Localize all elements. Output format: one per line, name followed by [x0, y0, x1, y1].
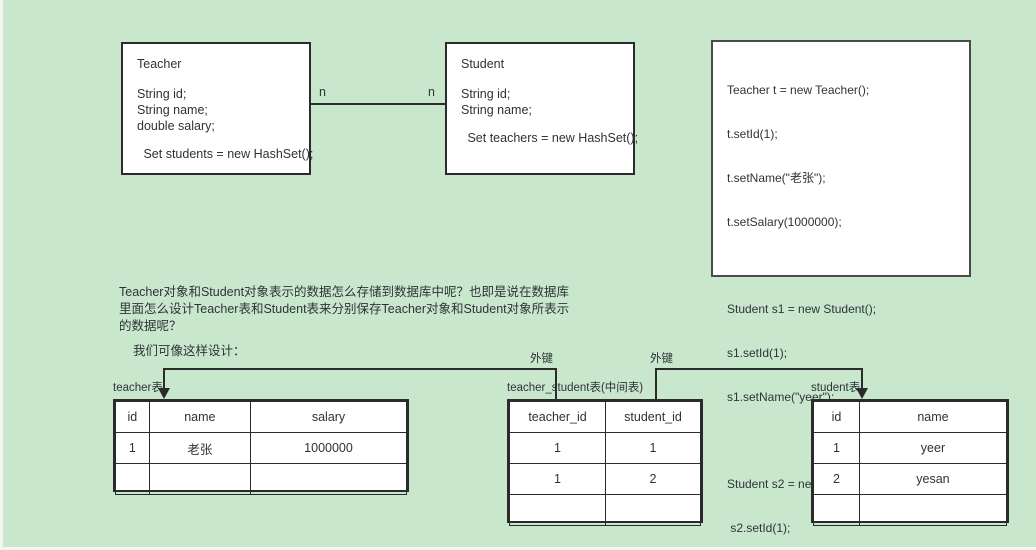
uml-collection-field: Set students = new HashSet();: [140, 147, 314, 161]
association-line: [311, 103, 445, 105]
table-row: 1 1: [508, 432, 701, 464]
table-cell: 2: [813, 463, 860, 495]
code-line: s2.setId(1);: [727, 521, 791, 535]
table-label-teacher-student: teacher_student表(中间表): [507, 382, 644, 394]
table-row: 1 yeer: [813, 432, 1008, 464]
table-row: [115, 463, 407, 495]
table-cell: 1: [508, 432, 607, 464]
foreign-key-label-right: 外键: [650, 353, 673, 365]
db-table-teacher: id name salary 1 老张 1000000: [113, 399, 409, 495]
table-cell: yeer: [858, 432, 1008, 464]
code-line: s1.setName("yeer");: [727, 389, 835, 404]
table-cell: [148, 463, 252, 495]
table-cell: [250, 463, 407, 495]
fk-arrow-head-right: [856, 388, 868, 399]
spacer: [137, 134, 295, 146]
uml-collection-field: Set teachers = new HashSet();: [464, 131, 639, 145]
column-header: name: [148, 401, 252, 433]
table-header-row: id name: [813, 401, 1008, 433]
table-cell: 1: [508, 463, 607, 495]
uml-attribute: String id;: [461, 87, 511, 101]
table-label-teacher: teacher表: [113, 382, 163, 394]
code-snippet-box: Teacher t = new Teacher(); t.setId(1); t…: [711, 40, 971, 535]
table-cell: [605, 494, 701, 526]
foreign-key-label-left: 外键: [530, 353, 553, 365]
table-cell: 1: [605, 432, 701, 464]
code-line: t.setSalary(1000000);: [727, 214, 842, 229]
table-label-student: student表: [811, 382, 861, 394]
design-intro-text: 我们可像这样设计：: [133, 344, 246, 358]
table-cell: yesan: [858, 463, 1008, 495]
db-table-teacher-student: teacher_id student_id 1 1 1 2: [507, 399, 703, 526]
column-header: id: [115, 401, 150, 433]
table-row: [508, 494, 701, 526]
fk-connector-left-horizontal: [163, 368, 557, 370]
db-table-student: id name 1 yeer 2 yesan: [811, 399, 1009, 526]
fk-connector-left-vertical-target: [163, 368, 165, 392]
table-cell: [508, 494, 607, 526]
fk-arrow-head-left: [158, 388, 170, 399]
uml-attribute: double salary;: [137, 119, 215, 133]
table-header-row: id name salary: [115, 401, 407, 433]
fk-connector-right-horizontal: [655, 368, 863, 370]
code-line: t.setId(1);: [727, 126, 778, 141]
fk-connector-right-vertical-source: [655, 368, 657, 402]
spacer: [461, 118, 619, 130]
uml-class-title-student: Student: [461, 57, 505, 71]
fk-connector-right-vertical-target: [861, 368, 863, 392]
multiplicity-right: n: [428, 85, 435, 99]
table-row: 1 老张 1000000: [115, 432, 407, 464]
table-cell: [115, 463, 150, 495]
uml-attribute: String name;: [137, 103, 208, 117]
code-line: t.setName("老张");: [727, 170, 826, 185]
table-cell: 1000000: [250, 432, 407, 464]
table-row: [813, 494, 1008, 526]
fk-connector-left-vertical-source: [555, 368, 557, 402]
column-header: name: [858, 401, 1008, 433]
table-row: 2 yesan: [813, 463, 1008, 495]
table-cell: [858, 494, 1008, 526]
code-line: Student s1 = new Student();: [727, 302, 877, 317]
table-cell: 2: [605, 463, 701, 495]
column-header: salary: [250, 401, 407, 433]
uml-attribute: String id;: [137, 87, 187, 101]
multiplicity-left: n: [319, 85, 326, 99]
question-paragraph: Teacher对象和Student对象表示的数据怎么存储到数据库中呢？也即是说在…: [119, 285, 570, 333]
uml-class-box-teacher: Teacher String id; String name; double s…: [121, 42, 314, 175]
table-cell: 1: [115, 432, 150, 464]
code-line: s1.setId(1);: [727, 345, 788, 360]
uml-attribute: String name;: [461, 103, 532, 117]
uml-class-box-student: Student String id; String name; Set teac…: [445, 42, 639, 175]
code-blank-line: [727, 258, 955, 273]
column-header: student_id: [605, 401, 701, 433]
code-line: Teacher t = new Teacher();: [727, 83, 870, 98]
table-header-row: teacher_id student_id: [508, 401, 701, 433]
table-row: 1 2: [508, 463, 701, 495]
table-cell: [813, 494, 860, 526]
table-cell: 老张: [148, 432, 252, 464]
uml-class-title-teacher: Teacher: [137, 57, 182, 71]
column-header: id: [813, 401, 860, 433]
table-cell: 1: [813, 432, 860, 464]
column-header: teacher_id: [508, 401, 607, 433]
